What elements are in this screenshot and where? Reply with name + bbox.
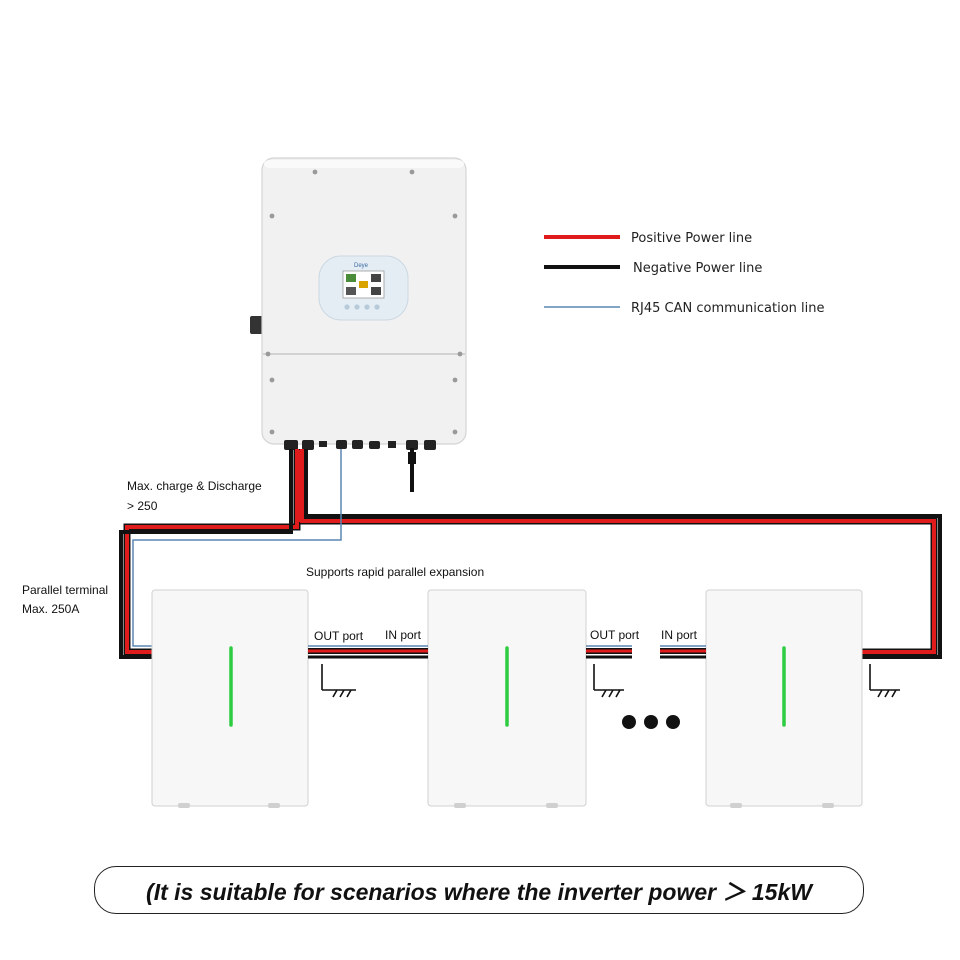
parallel-terminal-label: Parallel terminal bbox=[22, 583, 108, 597]
legend-negative-label: Negative Power line bbox=[633, 261, 762, 276]
parallel-expansion-label: Supports rapid parallel expansion bbox=[306, 565, 484, 579]
ground-symbol-3 bbox=[869, 664, 900, 698]
inverter-side-switch bbox=[250, 316, 264, 334]
ground-symbol-2 bbox=[593, 664, 624, 698]
legend-positive-label: Positive Power line bbox=[631, 231, 752, 246]
battery-2-in-port-label: IN port bbox=[385, 628, 422, 642]
link-battery-2-out bbox=[586, 645, 632, 659]
battery-links bbox=[308, 645, 706, 659]
inverter-screws bbox=[265, 169, 463, 435]
continuation-dot bbox=[666, 715, 680, 729]
inverter: Deye bbox=[250, 157, 467, 492]
inverter-screen-icons bbox=[346, 274, 381, 295]
caption-text: (It is suitable for scenarios where the … bbox=[146, 879, 812, 905]
link-battery-3-in bbox=[660, 645, 706, 659]
battery-1 bbox=[151, 589, 309, 808]
battery-2 bbox=[427, 589, 587, 808]
continuation-dots bbox=[622, 715, 680, 729]
inverter-buttons bbox=[344, 304, 380, 310]
rj45-can-communication-line bbox=[132, 449, 342, 647]
caption-box: (It is suitable for scenarios where the … bbox=[94, 866, 864, 914]
parallel-terminal-max-label: Max. 250A bbox=[22, 602, 79, 616]
inverter-connectors bbox=[284, 440, 436, 450]
battery-3-in-port-label: IN port bbox=[661, 628, 698, 642]
continuation-dot bbox=[622, 715, 636, 729]
main-wiring bbox=[119, 449, 942, 659]
max-charge-discharge-label: Max. charge & Discharge bbox=[127, 479, 262, 493]
legend: Positive Power line Negative Power line … bbox=[544, 231, 825, 316]
link-battery-1-to-2 bbox=[308, 645, 428, 659]
battery-2-out-port-label: OUT port bbox=[590, 628, 640, 642]
max-charge-discharge-value: > 250 bbox=[127, 499, 158, 513]
ground-symbol-1 bbox=[321, 664, 356, 698]
negative-power-line bbox=[119, 449, 942, 659]
battery-1-out-port-label: OUT port bbox=[314, 629, 364, 643]
inverter-brand-logo: Deye bbox=[354, 263, 369, 269]
legend-comm-label: RJ45 CAN communication line bbox=[631, 301, 825, 316]
battery-3 bbox=[705, 589, 863, 808]
continuation-dot bbox=[644, 715, 658, 729]
